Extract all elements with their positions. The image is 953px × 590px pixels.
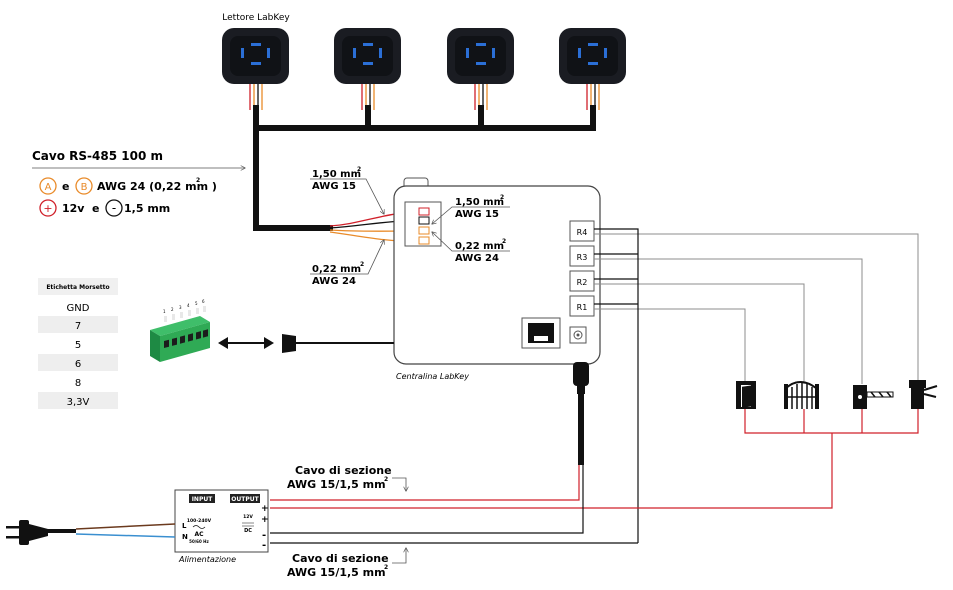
svg-text:A: A — [45, 182, 52, 193]
svg-text:-: - — [112, 201, 116, 215]
svg-text:1,5 mm: 1,5 mm — [124, 202, 170, 215]
svg-text:e: e — [92, 202, 99, 215]
svg-text:Cavo di sezione: Cavo di sezione — [292, 552, 389, 565]
controller-box — [393, 177, 601, 365]
actuator-power-bus — [270, 409, 919, 509]
svg-text:AWG 15/1,5 mm: AWG 15/1,5 mm — [287, 478, 386, 491]
svg-text:DC: DC — [244, 528, 252, 534]
relay-r1: R1 — [569, 295, 595, 317]
terminal-row: 3,3V — [67, 397, 90, 408]
terminal-table: Etichetta Morsetto GND 7 5 6 8 3,3V — [38, 278, 118, 409]
readers-title: Lettore LabKey — [222, 13, 290, 23]
terminal-row: 5 — [75, 340, 81, 351]
svg-text:OUTPUT: OUTPUT — [231, 496, 259, 503]
svg-text:50/60 Hz: 50/60 Hz — [189, 539, 209, 544]
header-connector — [282, 334, 394, 353]
psu-box: INPUT OUTPUT 100-240V AC 50/60 Hz L N 12… — [174, 489, 269, 553]
svg-text:2: 2 — [384, 476, 388, 483]
terminal-row: 6 — [75, 359, 81, 370]
svg-text:2: 2 — [500, 194, 504, 201]
svg-text:+: + — [43, 202, 52, 215]
svg-text:e: e — [62, 180, 69, 193]
svg-text:100-240V: 100-240V — [187, 518, 212, 524]
reader-pigtails — [249, 84, 600, 110]
svg-text:-: - — [262, 530, 266, 541]
svg-text:R1: R1 — [577, 303, 588, 312]
svg-text:INPUT: INPUT — [192, 496, 214, 503]
svg-text:Cavo di sezione: Cavo di sezione — [295, 464, 392, 477]
svg-text:12V: 12V — [243, 514, 253, 520]
svg-text:+: + — [261, 504, 269, 514]
barrier-icon — [853, 385, 894, 409]
svg-text:R3: R3 — [577, 253, 588, 262]
svg-text:1,50 mm: 1,50 mm — [312, 169, 361, 180]
power-cable-label-bottom: Cavo di sezione AWG 15/1,5 mm 2 — [287, 548, 406, 579]
relay-r2: R2 — [569, 270, 595, 292]
svg-text:1,50 mm: 1,50 mm — [455, 197, 504, 208]
terminal-pin-labels: 1 2 3 4 5 6 — [163, 299, 205, 314]
mains-plug-icon — [6, 520, 176, 545]
right-wire-labels: 1,50 mm 2 AWG 15 0,22 mm 2 AWG 24 — [432, 194, 510, 264]
svg-text:2: 2 — [357, 166, 361, 173]
door-icon — [736, 381, 756, 409]
relay-output-wires — [594, 233, 919, 384]
svg-text:AC: AC — [194, 531, 204, 538]
controller-caption: Centralina LabKey — [396, 372, 469, 381]
svg-text:0,22 mm: 0,22 mm — [455, 241, 504, 252]
svg-text:AWG 15/1,5 mm: AWG 15/1,5 mm — [287, 566, 386, 579]
svg-text:-: - — [262, 540, 266, 551]
svg-text:1: 1 — [163, 309, 166, 314]
cable-title: Cavo RS-485 100 m — [32, 149, 163, 163]
dc-power-cable — [270, 362, 638, 544]
svg-text:5: 5 — [195, 301, 198, 306]
reader-1 — [222, 28, 289, 84]
svg-text:2: 2 — [196, 177, 200, 184]
svg-text:AWG 15: AWG 15 — [455, 209, 499, 220]
cable-power-line: + 12v e - 1,5 mm — [39, 199, 170, 217]
relay-r4: R4 — [569, 220, 595, 242]
svg-text:AWG 15: AWG 15 — [312, 181, 356, 192]
terminal-row: GND — [67, 303, 90, 314]
left-wire-labels: 1,50 mm 2 AWG 15 0,22 mm 2 AWG 24 — [310, 166, 384, 287]
svg-text:2: 2 — [171, 307, 174, 312]
svg-text:2: 2 — [360, 261, 364, 268]
svg-text:AWG 24 (0,22 mm ): AWG 24 (0,22 mm ) — [97, 180, 217, 193]
svg-text:0,22 mm: 0,22 mm — [312, 264, 361, 275]
svg-text:R2: R2 — [577, 278, 588, 287]
svg-text:4: 4 — [187, 303, 190, 308]
svg-text:2: 2 — [502, 238, 506, 245]
terminal-row: 8 — [75, 378, 81, 389]
gate-icon — [784, 381, 819, 409]
power-cable-label-top: Cavo di sezione AWG 15/1,5 mm 2 — [287, 464, 406, 491]
rs485-bus — [253, 105, 596, 231]
relay-r3: R3 — [569, 245, 595, 267]
svg-text:Etichetta Morsetto: Etichetta Morsetto — [46, 284, 109, 291]
cable-ab-line: A e B AWG 24 (0,22 mm ) 2 — [39, 177, 217, 195]
svg-text:L: L — [182, 522, 187, 530]
svg-text:2: 2 — [384, 564, 388, 571]
double-arrow — [218, 337, 274, 349]
svg-text:3: 3 — [179, 305, 182, 310]
psu-caption: Alimentazione — [178, 555, 236, 564]
svg-text:AWG 24: AWG 24 — [455, 253, 499, 264]
svg-text:R4: R4 — [577, 228, 588, 237]
reader-3 — [447, 28, 514, 84]
svg-text:6: 6 — [202, 299, 205, 304]
relay-common-wires — [594, 228, 639, 543]
svg-text:AWG 24: AWG 24 — [312, 276, 356, 287]
svg-text:N: N — [182, 533, 188, 541]
terminal-row: 7 — [75, 321, 81, 332]
reader-2 — [334, 28, 401, 84]
svg-text:B: B — [81, 182, 88, 193]
svg-text:+: + — [261, 515, 269, 525]
svg-text:12v: 12v — [62, 202, 85, 215]
reader-4 — [559, 28, 626, 84]
turnstile-icon — [909, 380, 938, 409]
terminal-block-icon — [150, 306, 210, 362]
